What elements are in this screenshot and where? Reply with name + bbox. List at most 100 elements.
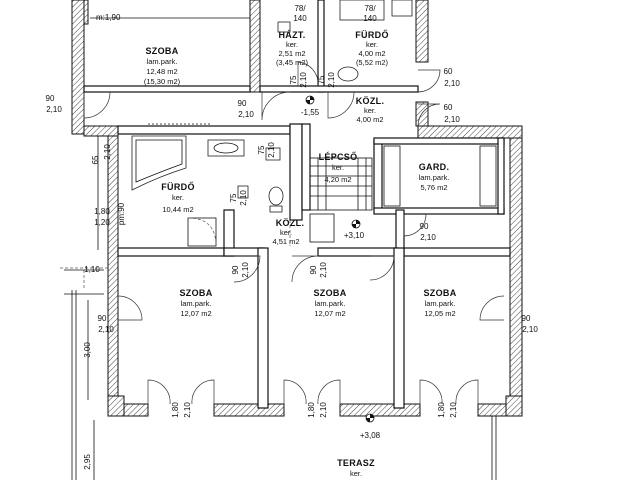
dim-90-right: 90: [420, 222, 429, 231]
dim-78-b: 78/: [294, 4, 306, 13]
dim-75-b: 75: [317, 75, 326, 84]
room-furdo: FÜRDŐ ker. 10,44 m2: [161, 181, 195, 214]
dim-90-east: 90: [522, 314, 531, 323]
dim-90-west: 90: [98, 314, 107, 323]
dim-110: 1,10: [84, 265, 100, 274]
dim-75-d: 75: [229, 193, 238, 202]
dim-210-east: 2,10: [522, 325, 538, 334]
dimension-lines: [60, 17, 291, 480]
room-szoba-1: SZOBA lam.park. 12,07 m2: [180, 288, 213, 318]
wardrobe: [381, 143, 499, 209]
room-floor: lam.park.: [147, 57, 178, 66]
room-floor: ker.: [280, 228, 292, 237]
room-name: FÜRDŐ: [161, 181, 195, 192]
dim-120: 1,20: [94, 218, 110, 227]
room-area: 10,44 m2: [162, 205, 193, 214]
room-kozl-mid: KÖZL. ker. 4,51 m2: [272, 218, 304, 246]
dim-90-left: 90: [46, 94, 55, 103]
room-area: 5,76 m2: [420, 183, 447, 192]
dim-210-left: 2,10: [46, 105, 62, 114]
interior-walls: [83, 0, 511, 409]
room-name: SZOBA: [146, 46, 179, 56]
dim-295: 2,95: [83, 454, 92, 470]
doors: [83, 61, 505, 405]
dim-180: 1,80: [94, 207, 110, 216]
level-kozl: -1,55: [301, 108, 320, 117]
room-floor: ker.: [172, 193, 184, 202]
dim-210-h-b: 2,10: [327, 72, 336, 88]
exterior-walls: [71, 0, 523, 417]
dim-210-west: 2,10: [98, 325, 114, 334]
room-floor: lam.park.: [181, 299, 212, 308]
dim-210-b: 2,10: [444, 115, 460, 124]
room-area-gross: (15,30 m2): [144, 77, 181, 86]
dim-210-s1: 2,10: [241, 262, 250, 278]
room-area: 4,00 m2: [358, 49, 385, 58]
window-1-w: 1,80: [171, 402, 180, 418]
level-labels: -1,55 +3,10 +3,08: [301, 108, 381, 440]
level-terrace: +3,08: [360, 431, 381, 440]
room-area: 4,20 m2: [324, 175, 351, 184]
room-area-gross: (5,52 m2): [356, 58, 389, 67]
room-terasz: TERASZ ker.: [337, 458, 375, 478]
dim-75-c: 75: [257, 145, 266, 154]
room-area: 2,51 m2: [278, 49, 305, 58]
dim-210-h-d: 2,10: [239, 190, 248, 206]
room-furdo-top: FÜRDŐ ker. 4,00 m2 (5,52 m2): [355, 29, 389, 67]
dim-60-a: 60: [444, 67, 453, 76]
room-name: LÉPCSŐ: [319, 151, 358, 162]
dim-210-vert: 2,10: [103, 144, 112, 160]
room-floor: lam.park.: [425, 299, 456, 308]
staircase: [309, 157, 373, 243]
room-name: SZOBA: [180, 288, 213, 298]
room-name: HÁZT.: [279, 30, 306, 40]
room-floor: ker.: [286, 40, 298, 49]
dimension-labels: m:1,90 78/ 140 78/ 140 90 2,10 90 2,10 6…: [46, 4, 539, 470]
room-floor: ker.: [366, 40, 378, 49]
dim-210-h-c: 2,10: [267, 142, 276, 158]
dim-pm90: pm:90: [117, 202, 126, 225]
room-gard: GARD. lam.park. 5,76 m2: [419, 162, 450, 192]
room-floor: ker.: [350, 469, 362, 478]
room-name: FÜRDŐ: [355, 29, 389, 40]
room-area: 4,00 m2: [356, 115, 383, 124]
dim-75-a: 75: [289, 75, 298, 84]
room-area: 12,05 m2: [424, 309, 455, 318]
dim-m190: m:1,90: [96, 13, 121, 22]
room-area-gross: (3,45 m2): [276, 58, 309, 67]
level-marker-terrace: [365, 413, 375, 423]
window-2-w: 1,80: [307, 402, 316, 418]
room-szoba-2: SZOBA lam.park. 12,07 m2: [314, 288, 347, 318]
room-lepcso: LÉPCSŐ ker. 4,20 m2: [319, 151, 358, 184]
room-kozl-top: KÖZL. ker. 4,00 m2: [356, 96, 385, 124]
dim-210-h-a: 2,10: [299, 72, 308, 88]
dim-90-s1: 90: [231, 265, 240, 274]
room-labels: SZOBA lam.park. 12,48 m2 (15,30 m2) HÁZT…: [144, 29, 457, 478]
room-floor: ker.: [364, 106, 376, 115]
dim-140-a: 140: [363, 14, 377, 23]
room-floor: lam.park.: [315, 299, 346, 308]
dim-60-b: 60: [444, 103, 453, 112]
room-name: SZOBA: [424, 288, 457, 298]
room-szoba-3: SZOBA lam.park. 12,05 m2: [424, 288, 457, 318]
corner-bathtub: [131, 135, 187, 191]
dim-210-a: 2,10: [444, 79, 460, 88]
room-name: KÖZL.: [356, 96, 385, 106]
toilet: [268, 186, 284, 206]
room-haztart: HÁZT. ker. 2,51 m2 (3,45 m2): [276, 30, 309, 67]
window-3-h: 2,10: [449, 402, 458, 418]
room-szoba-top: SZOBA lam.park. 12,48 m2 (15,30 m2): [144, 46, 181, 86]
window-1-h: 2,10: [183, 402, 192, 418]
level-marker-mid: [351, 219, 361, 229]
window-3-w: 1,80: [437, 402, 446, 418]
bathroom-fixtures: [131, 0, 413, 247]
level-mid: +3,10: [344, 231, 365, 240]
dim-65: 65: [91, 155, 100, 164]
room-area: 12,48 m2: [146, 67, 177, 76]
terrace: [64, 269, 497, 480]
room-floor: ker.: [332, 163, 344, 172]
window-2-h: 2,10: [319, 402, 328, 418]
room-area: 12,07 m2: [314, 309, 345, 318]
room-name: SZOBA: [314, 288, 347, 298]
